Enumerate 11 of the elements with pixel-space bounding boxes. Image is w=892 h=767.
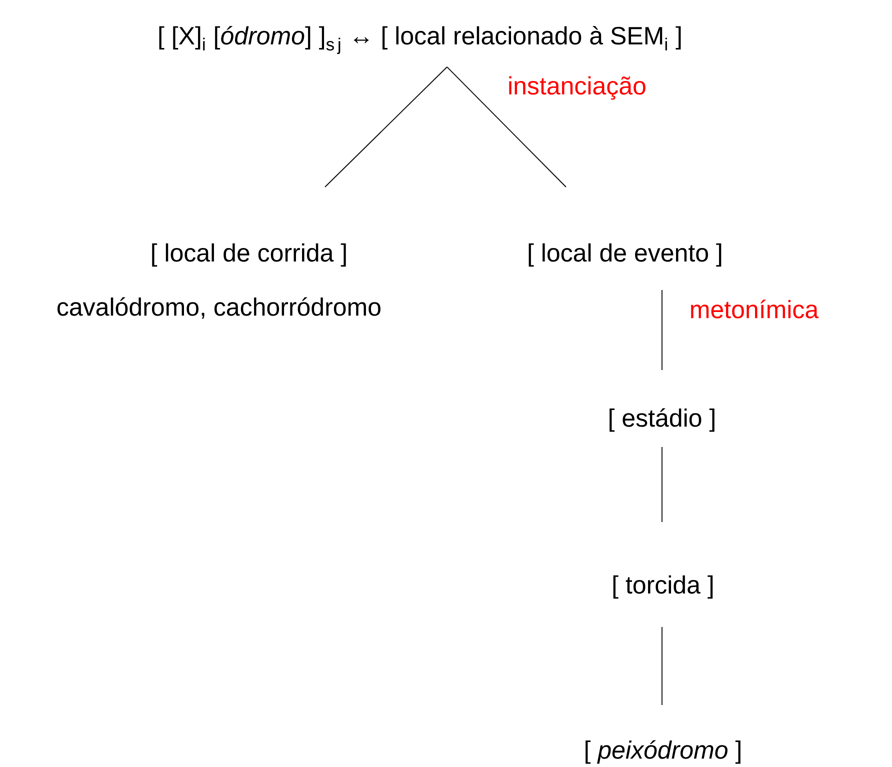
tree-line [324, 66, 448, 188]
edge-label: instanciação [509, 76, 646, 100]
pattern-heading: $\mbox{[ [X]}_{\mathrm{i}}\mbox{ [\textit{ódromo}] ]}_{\mathrm{s\,j}}\mbox{ ↔ [ local relacionado à SEM}_{\mathrm{i}}\mbox{ ]}$ [159, 26, 681, 54]
category-label: [ local de evento ] [528, 243, 722, 267]
category-label: [ estádio ] [610, 408, 714, 432]
tree-line [446, 66, 566, 188]
category-label: [ torcida ] [613, 575, 713, 599]
category-label: [ peixódromo ] [586, 740, 740, 764]
edge-label: metonímica [691, 300, 819, 318]
example-words: cavalódromo, cachorródromo [58, 297, 380, 319]
category-label: [ local de corrida ] [152, 243, 346, 267]
